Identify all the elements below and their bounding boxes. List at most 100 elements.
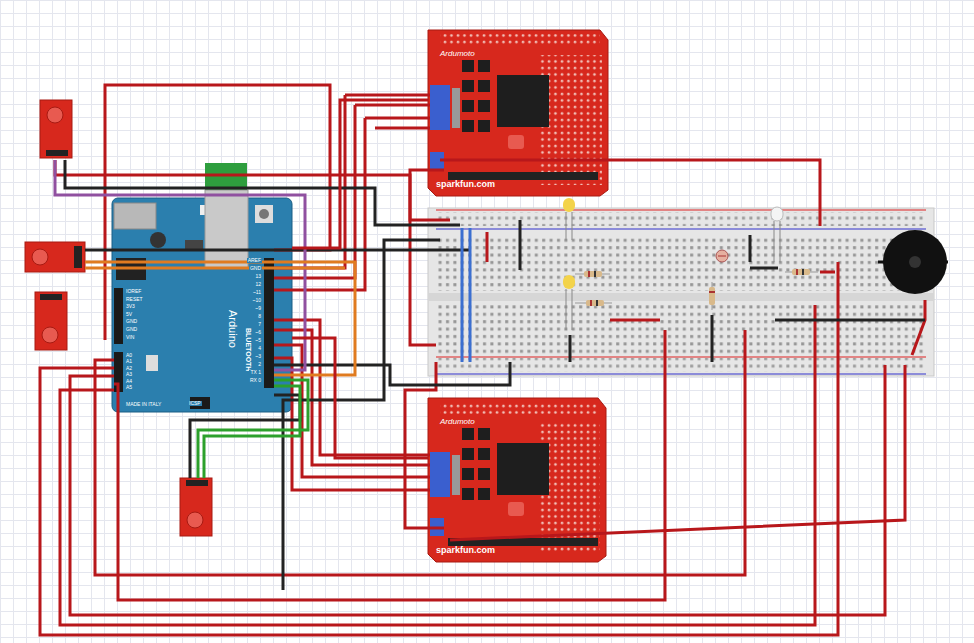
ardumoto-shield <box>452 88 460 128</box>
ardumoto-shield <box>497 75 549 127</box>
breadboard <box>428 293 934 301</box>
red-wire <box>405 362 444 528</box>
led-components <box>563 198 575 212</box>
breadboard <box>436 357 926 358</box>
resistor-symbol <box>594 271 596 277</box>
resistor-symbol <box>802 269 804 275</box>
sensor-module <box>25 242 85 272</box>
pin-label: A2 <box>125 366 133 371</box>
led-components <box>563 275 575 289</box>
board-text: BLUETOOTH <box>245 328 252 371</box>
red-wire <box>610 319 660 322</box>
red-wire <box>40 85 925 635</box>
sensor-module <box>40 100 72 158</box>
red-wire <box>70 365 885 615</box>
ardumoto-shield <box>478 448 490 460</box>
sensor-module <box>186 480 208 486</box>
pin-label: IOREF <box>125 289 142 294</box>
arduino-board <box>146 355 158 371</box>
arduino-board <box>112 198 292 412</box>
red-wire <box>105 85 330 340</box>
black-wire <box>569 335 572 362</box>
buzzer <box>883 230 947 294</box>
sensor-module <box>35 292 67 350</box>
arduino-board <box>114 288 123 344</box>
signal-wire <box>198 380 308 478</box>
ardumoto-shield <box>497 443 549 495</box>
pin-label: ~5 <box>254 338 262 343</box>
ardumoto-shield <box>462 80 474 92</box>
signal-wire <box>461 228 464 362</box>
red-wire <box>274 95 430 268</box>
ardumoto-shield <box>478 488 490 500</box>
board-name: Ardumoto <box>440 418 475 426</box>
resistor-symbol <box>588 271 590 277</box>
pin-label: 8 <box>257 314 262 319</box>
ardumoto-shield <box>428 30 608 196</box>
arduino-board <box>112 163 292 412</box>
pin-label: GND <box>249 266 262 271</box>
resistor-symbol <box>575 250 818 310</box>
led-components <box>563 198 783 330</box>
ardumoto-shield <box>462 448 474 460</box>
ardumoto-shield <box>430 452 450 497</box>
breadboard <box>428 208 934 376</box>
pin-label: A5 <box>125 385 133 390</box>
ardumoto-shield <box>440 402 598 414</box>
red-wire <box>40 262 838 635</box>
ardumoto-shield <box>462 100 474 112</box>
pin-label: 5V <box>125 312 133 317</box>
board-text: MADE IN ITALY <box>126 402 161 407</box>
breadboard <box>428 208 934 376</box>
pin-label: TX 1 <box>249 370 262 375</box>
sensor-module <box>47 107 63 123</box>
sensor-module <box>46 150 68 156</box>
board-name: Ardumoto <box>440 50 475 58</box>
board-name: Arduino <box>227 310 238 348</box>
resistor-symbol <box>584 271 602 277</box>
pin-label: A3 <box>125 372 133 377</box>
pin-label: A0 <box>125 353 133 358</box>
sensor-module <box>40 294 62 300</box>
pin-label: ~10 <box>252 298 262 303</box>
wire-connector <box>292 338 428 458</box>
pin-label: 7 <box>257 322 262 327</box>
pin-label: 13 <box>254 274 262 279</box>
red-wire <box>410 170 444 345</box>
pin-label: 3V3 <box>125 304 136 309</box>
signal-wire <box>85 267 345 270</box>
sensor-module <box>180 478 212 536</box>
ardumoto-shield <box>478 80 490 92</box>
signal-wire <box>85 262 355 375</box>
ardumoto-shield <box>428 30 608 196</box>
pin-label: 2 <box>257 362 262 367</box>
ardumoto-shield <box>452 455 460 495</box>
arduino-board <box>255 205 273 223</box>
black-wire <box>65 160 460 225</box>
pin-label: 4 <box>257 346 262 351</box>
resistor-symbol <box>796 269 798 275</box>
red-wire <box>114 330 665 600</box>
red-wire <box>95 330 745 575</box>
arduino-board: Arduino BLUETOOTH MADE IN ITALY <box>112 198 292 412</box>
black-wire <box>749 235 752 262</box>
signal-wire <box>55 160 470 478</box>
signal-wire <box>55 160 305 370</box>
arduino-board <box>205 190 248 268</box>
ardumoto-shield: Ardumotosparkfun.com <box>428 30 608 196</box>
sensor-module <box>187 512 203 528</box>
buzzer <box>878 230 948 294</box>
red-wire <box>486 232 489 262</box>
black-wire <box>85 249 470 252</box>
ardumoto-shield <box>478 428 490 440</box>
ardumoto-shield: Ardumotosparkfun.com <box>428 398 606 562</box>
pin-label: VIN <box>125 335 135 340</box>
wire-connector <box>292 100 428 248</box>
breadboard <box>436 210 926 211</box>
red-wire <box>55 160 450 220</box>
breadboard <box>436 304 926 356</box>
ardumoto-shield <box>508 135 524 149</box>
pin-label: A4 <box>125 379 133 384</box>
pin-label: A1 <box>125 359 133 364</box>
red-wire <box>820 271 835 274</box>
